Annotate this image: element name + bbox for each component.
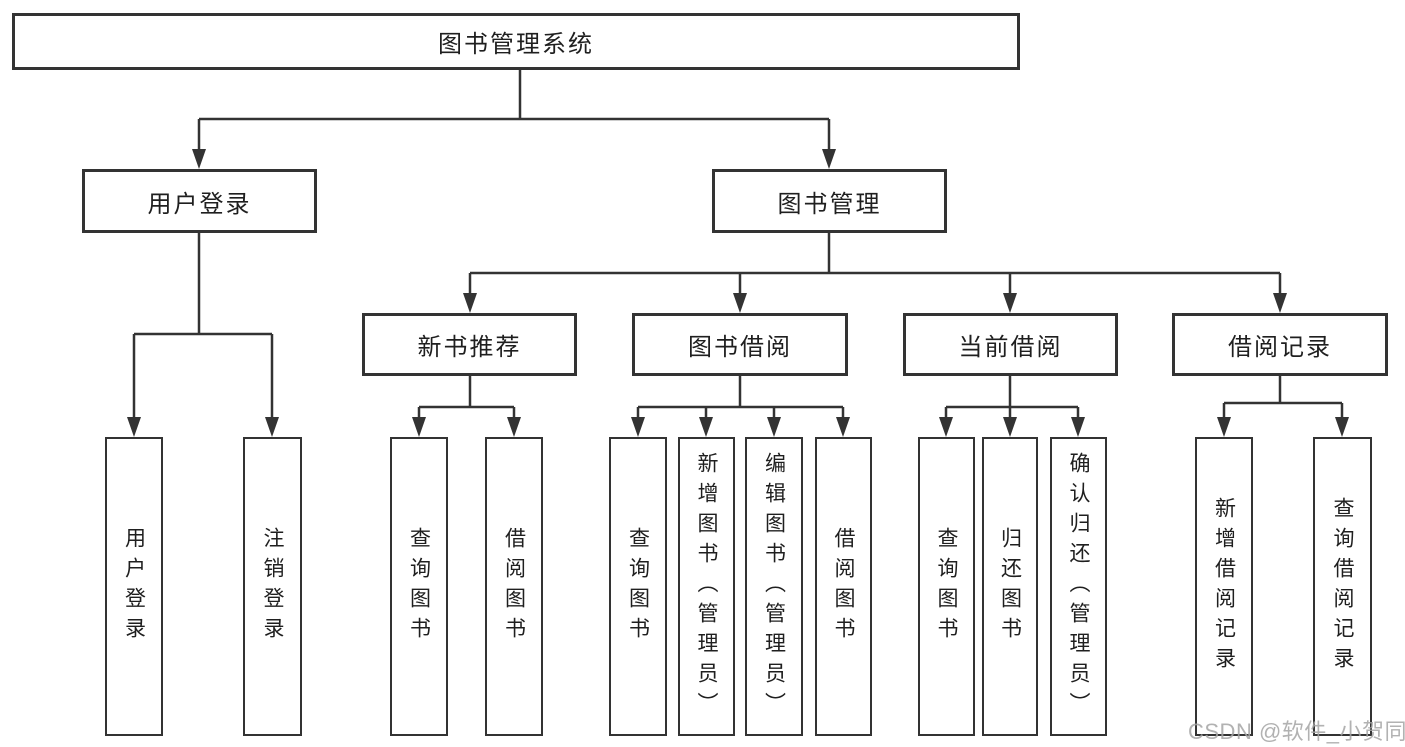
leaf-query-books-3: 查询图书 — [918, 437, 975, 736]
leaf-add-book-admin: 新增图书（管理员） — [678, 437, 735, 736]
leaf-edit-book-admin: 编辑图书（管理员） — [745, 437, 803, 736]
leaf-borrow-books-2-label: 借阅图书 — [832, 526, 856, 647]
node-current-borrow: 当前借阅 — [903, 313, 1118, 376]
node-book-management: 图书管理 — [712, 169, 947, 233]
leaf-edit-book-admin-label: 编辑图书（管理员） — [762, 451, 786, 722]
leaf-query-books-3-label: 查询图书 — [935, 526, 959, 647]
node-borrow-records: 借阅记录 — [1172, 313, 1388, 376]
node-book-borrow: 图书借阅 — [632, 313, 848, 376]
leaf-logout-label: 注销登录 — [261, 526, 285, 647]
leaf-query-books-1: 查询图书 — [390, 437, 448, 736]
node-new-book-recommend: 新书推荐 — [362, 313, 577, 376]
csdn-watermark: CSDN @软件_小贺同学 — [1188, 719, 1405, 744]
leaf-query-borrow-record-label: 查询借阅记录 — [1331, 496, 1355, 677]
leaf-add-borrow-record-label: 新增借阅记录 — [1212, 496, 1236, 677]
leaf-query-books-1-label: 查询图书 — [407, 526, 431, 647]
leaf-user-login: 用户登录 — [105, 437, 163, 736]
leaf-user-login-label: 用户登录 — [122, 526, 146, 647]
leaf-return-book-label: 归还图书 — [998, 526, 1022, 647]
leaf-borrow-books-1: 借阅图书 — [485, 437, 543, 736]
leaf-return-book: 归还图书 — [982, 437, 1038, 736]
leaf-query-borrow-record: 查询借阅记录 — [1313, 437, 1372, 736]
leaf-confirm-return-admin: 确认归还（管理员） — [1050, 437, 1107, 736]
leaf-borrow-books-1-label: 借阅图书 — [502, 526, 526, 647]
leaf-confirm-return-admin-label: 确认归还（管理员） — [1067, 451, 1091, 722]
node-user-login: 用户登录 — [82, 169, 317, 233]
node-root-system: 图书管理系统 — [12, 13, 1020, 70]
leaf-query-books-2: 查询图书 — [609, 437, 667, 736]
leaf-query-books-2-label: 查询图书 — [626, 526, 650, 647]
leaf-logout: 注销登录 — [243, 437, 302, 736]
leaf-borrow-books-2: 借阅图书 — [815, 437, 872, 736]
leaf-add-book-admin-label: 新增图书（管理员） — [695, 451, 719, 722]
leaf-add-borrow-record: 新增借阅记录 — [1195, 437, 1253, 736]
